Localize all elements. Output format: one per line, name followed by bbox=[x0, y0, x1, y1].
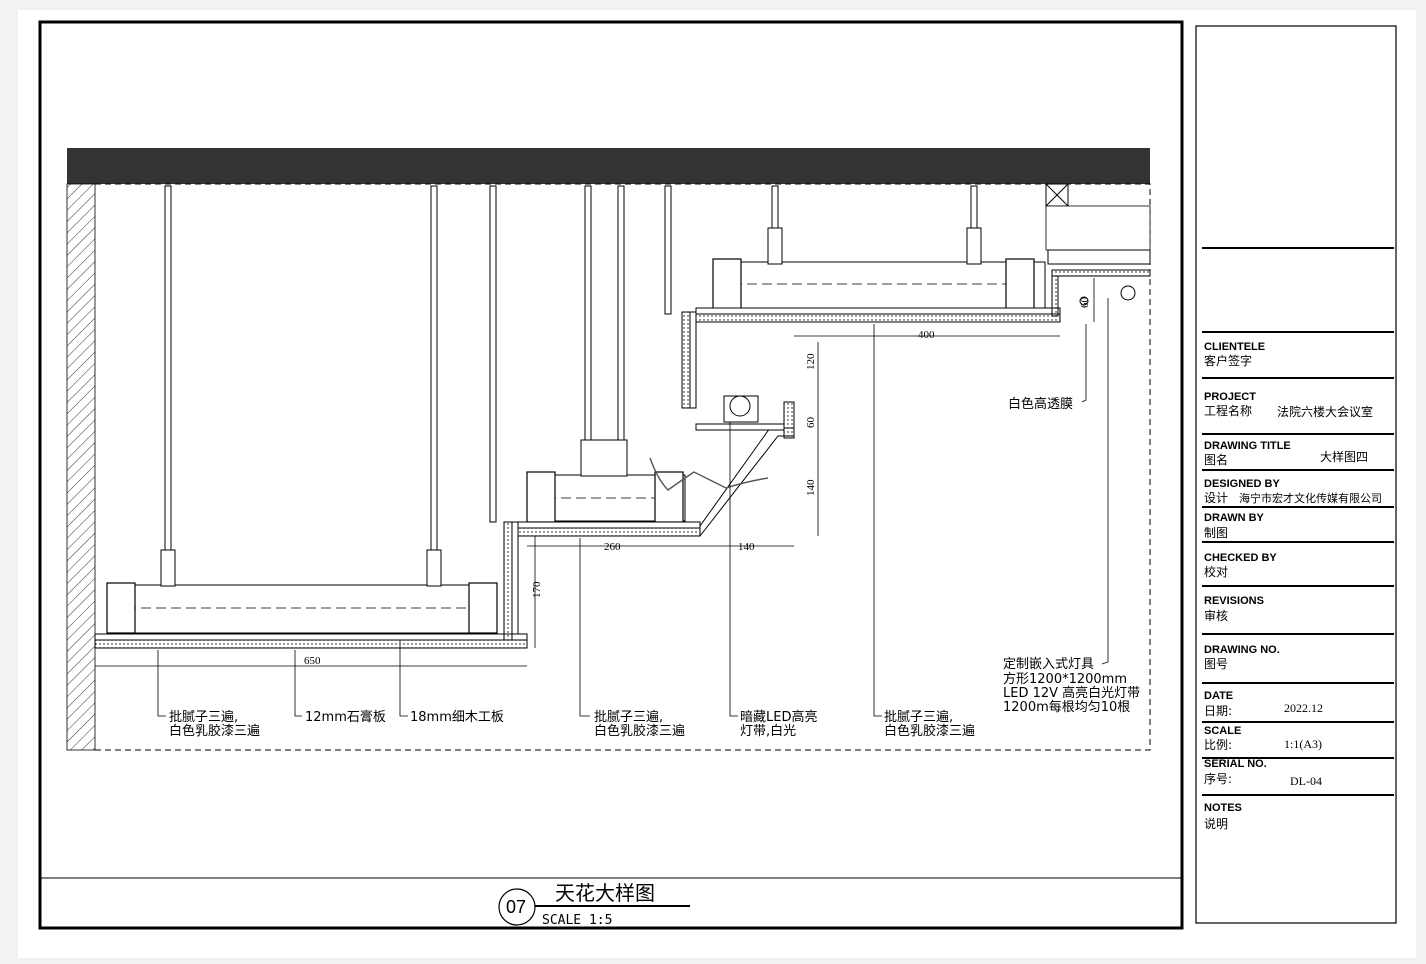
note-putty-right-1: 批腻子三遍, bbox=[884, 709, 953, 725]
tb-project-value: 法院六楼大会议室 bbox=[1277, 404, 1373, 419]
dimension-lines bbox=[95, 278, 1095, 667]
tb-scale-sub: 比例: bbox=[1204, 738, 1232, 752]
drawing-scale: SCALE 1:5 bbox=[542, 913, 612, 928]
title-block bbox=[1195, 25, 1397, 924]
tb-drawn-sub: 制图 bbox=[1204, 526, 1228, 540]
dim-650: 650 bbox=[304, 655, 321, 667]
tb-checked-label: CHECKED BY bbox=[1204, 552, 1277, 564]
tb-title-label: DRAWING TITLE bbox=[1204, 440, 1291, 452]
tb-project-sub: 工程名称 bbox=[1204, 403, 1252, 418]
tb-title-value: 大样图四 bbox=[1320, 449, 1368, 464]
note-lamp-3: LED 12V 高亮白光灯带 bbox=[1003, 685, 1140, 701]
ceiling-level-low bbox=[94, 521, 528, 649]
note-gypsum: 12mm石膏板 bbox=[305, 709, 386, 725]
note-plywood: 18mm细木工板 bbox=[410, 710, 504, 725]
tb-date-sub: 日期: bbox=[1204, 704, 1232, 718]
dim-400: 400 bbox=[918, 329, 935, 341]
note-film: 白色高透膜 bbox=[1008, 396, 1073, 412]
tb-serial-value: DL-04 bbox=[1290, 774, 1322, 788]
tb-drawn-label: DRAWN BY bbox=[1204, 512, 1265, 524]
tb-revisions-sub: 审核 bbox=[1204, 608, 1228, 623]
note-led-2: 灯带,白光 bbox=[740, 723, 796, 739]
drawing-number: 07 bbox=[506, 897, 526, 917]
dim-120: 120 bbox=[805, 353, 817, 370]
ceiling-level-mid bbox=[517, 311, 795, 537]
tb-scale-value: 1:1(A3) bbox=[1284, 737, 1322, 751]
tb-designed-sub: 设计 bbox=[1204, 491, 1228, 505]
concrete-slab bbox=[67, 148, 1150, 184]
drawing-sheet: 650 170 260 140 140 60 120 400 60 批腻子三遍,… bbox=[18, 10, 1416, 958]
cad-drawing: 650 170 260 140 140 60 120 400 60 批腻子三遍,… bbox=[38, 20, 1397, 930]
hanger-rods bbox=[164, 185, 978, 553]
dim-140-v: 140 bbox=[805, 479, 817, 496]
tb-project-label: PROJECT bbox=[1204, 391, 1256, 403]
dim-60-b: 60 bbox=[1079, 297, 1091, 309]
tb-date-value: 2022.12 bbox=[1284, 701, 1323, 715]
tb-checked-sub: 校对 bbox=[1204, 564, 1228, 579]
tb-title-sub: 图名 bbox=[1204, 452, 1228, 467]
leader-lines bbox=[157, 298, 1109, 717]
tb-drawing-no-sub: 图号 bbox=[1204, 657, 1228, 671]
outer-frame bbox=[38, 20, 1184, 930]
note-lamp-1: 定制嵌入式灯具 bbox=[1003, 657, 1094, 672]
dim-60-a: 60 bbox=[805, 417, 817, 429]
dim-170: 170 bbox=[531, 581, 543, 598]
left-wall-hatch bbox=[66, 183, 96, 751]
tb-serial-label: SERIAL NO. bbox=[1204, 758, 1267, 770]
tb-notes-label: NOTES bbox=[1204, 802, 1242, 814]
tb-notes-sub: 说明 bbox=[1204, 816, 1228, 831]
tb-scale-label: SCALE bbox=[1204, 725, 1241, 737]
signature-scribble bbox=[649, 457, 769, 491]
tb-revisions-label: REVISIONS bbox=[1204, 595, 1264, 607]
tb-designed-label: DESIGNED BY bbox=[1204, 478, 1280, 490]
tb-designed-value: 海宁市宏才文化传媒有限公司 bbox=[1239, 491, 1382, 505]
dim-140-h: 140 bbox=[738, 541, 755, 553]
tb-clientele-sub: 客户签字 bbox=[1204, 353, 1252, 368]
note-putty-left-2: 白色乳胶漆三遍 bbox=[169, 723, 260, 739]
note-lamp-2: 方形1200*1200mm bbox=[1003, 671, 1127, 687]
dim-260: 260 bbox=[604, 541, 621, 553]
drawing-title: 天花大样图 bbox=[555, 881, 655, 905]
tb-date-label: DATE bbox=[1204, 690, 1233, 702]
note-putty-mid-1: 批腻子三遍, bbox=[594, 709, 663, 725]
tb-serial-sub: 序号: bbox=[1204, 771, 1232, 786]
note-putty-mid-2: 白色乳胶漆三遍 bbox=[594, 723, 685, 739]
tb-drawing-no-label: DRAWING NO. bbox=[1204, 644, 1280, 656]
note-led-1: 暗藏LED高亮 bbox=[740, 709, 817, 725]
tb-clientele-label: CLIENTELE bbox=[1204, 341, 1265, 353]
note-putty-left-1: 批腻子三遍, bbox=[169, 709, 238, 725]
note-putty-right-2: 白色乳胶漆三遍 bbox=[884, 723, 975, 739]
ceiling-level-high bbox=[695, 183, 1151, 323]
note-lamp-4: 1200m每根均匀10根 bbox=[1003, 699, 1130, 715]
